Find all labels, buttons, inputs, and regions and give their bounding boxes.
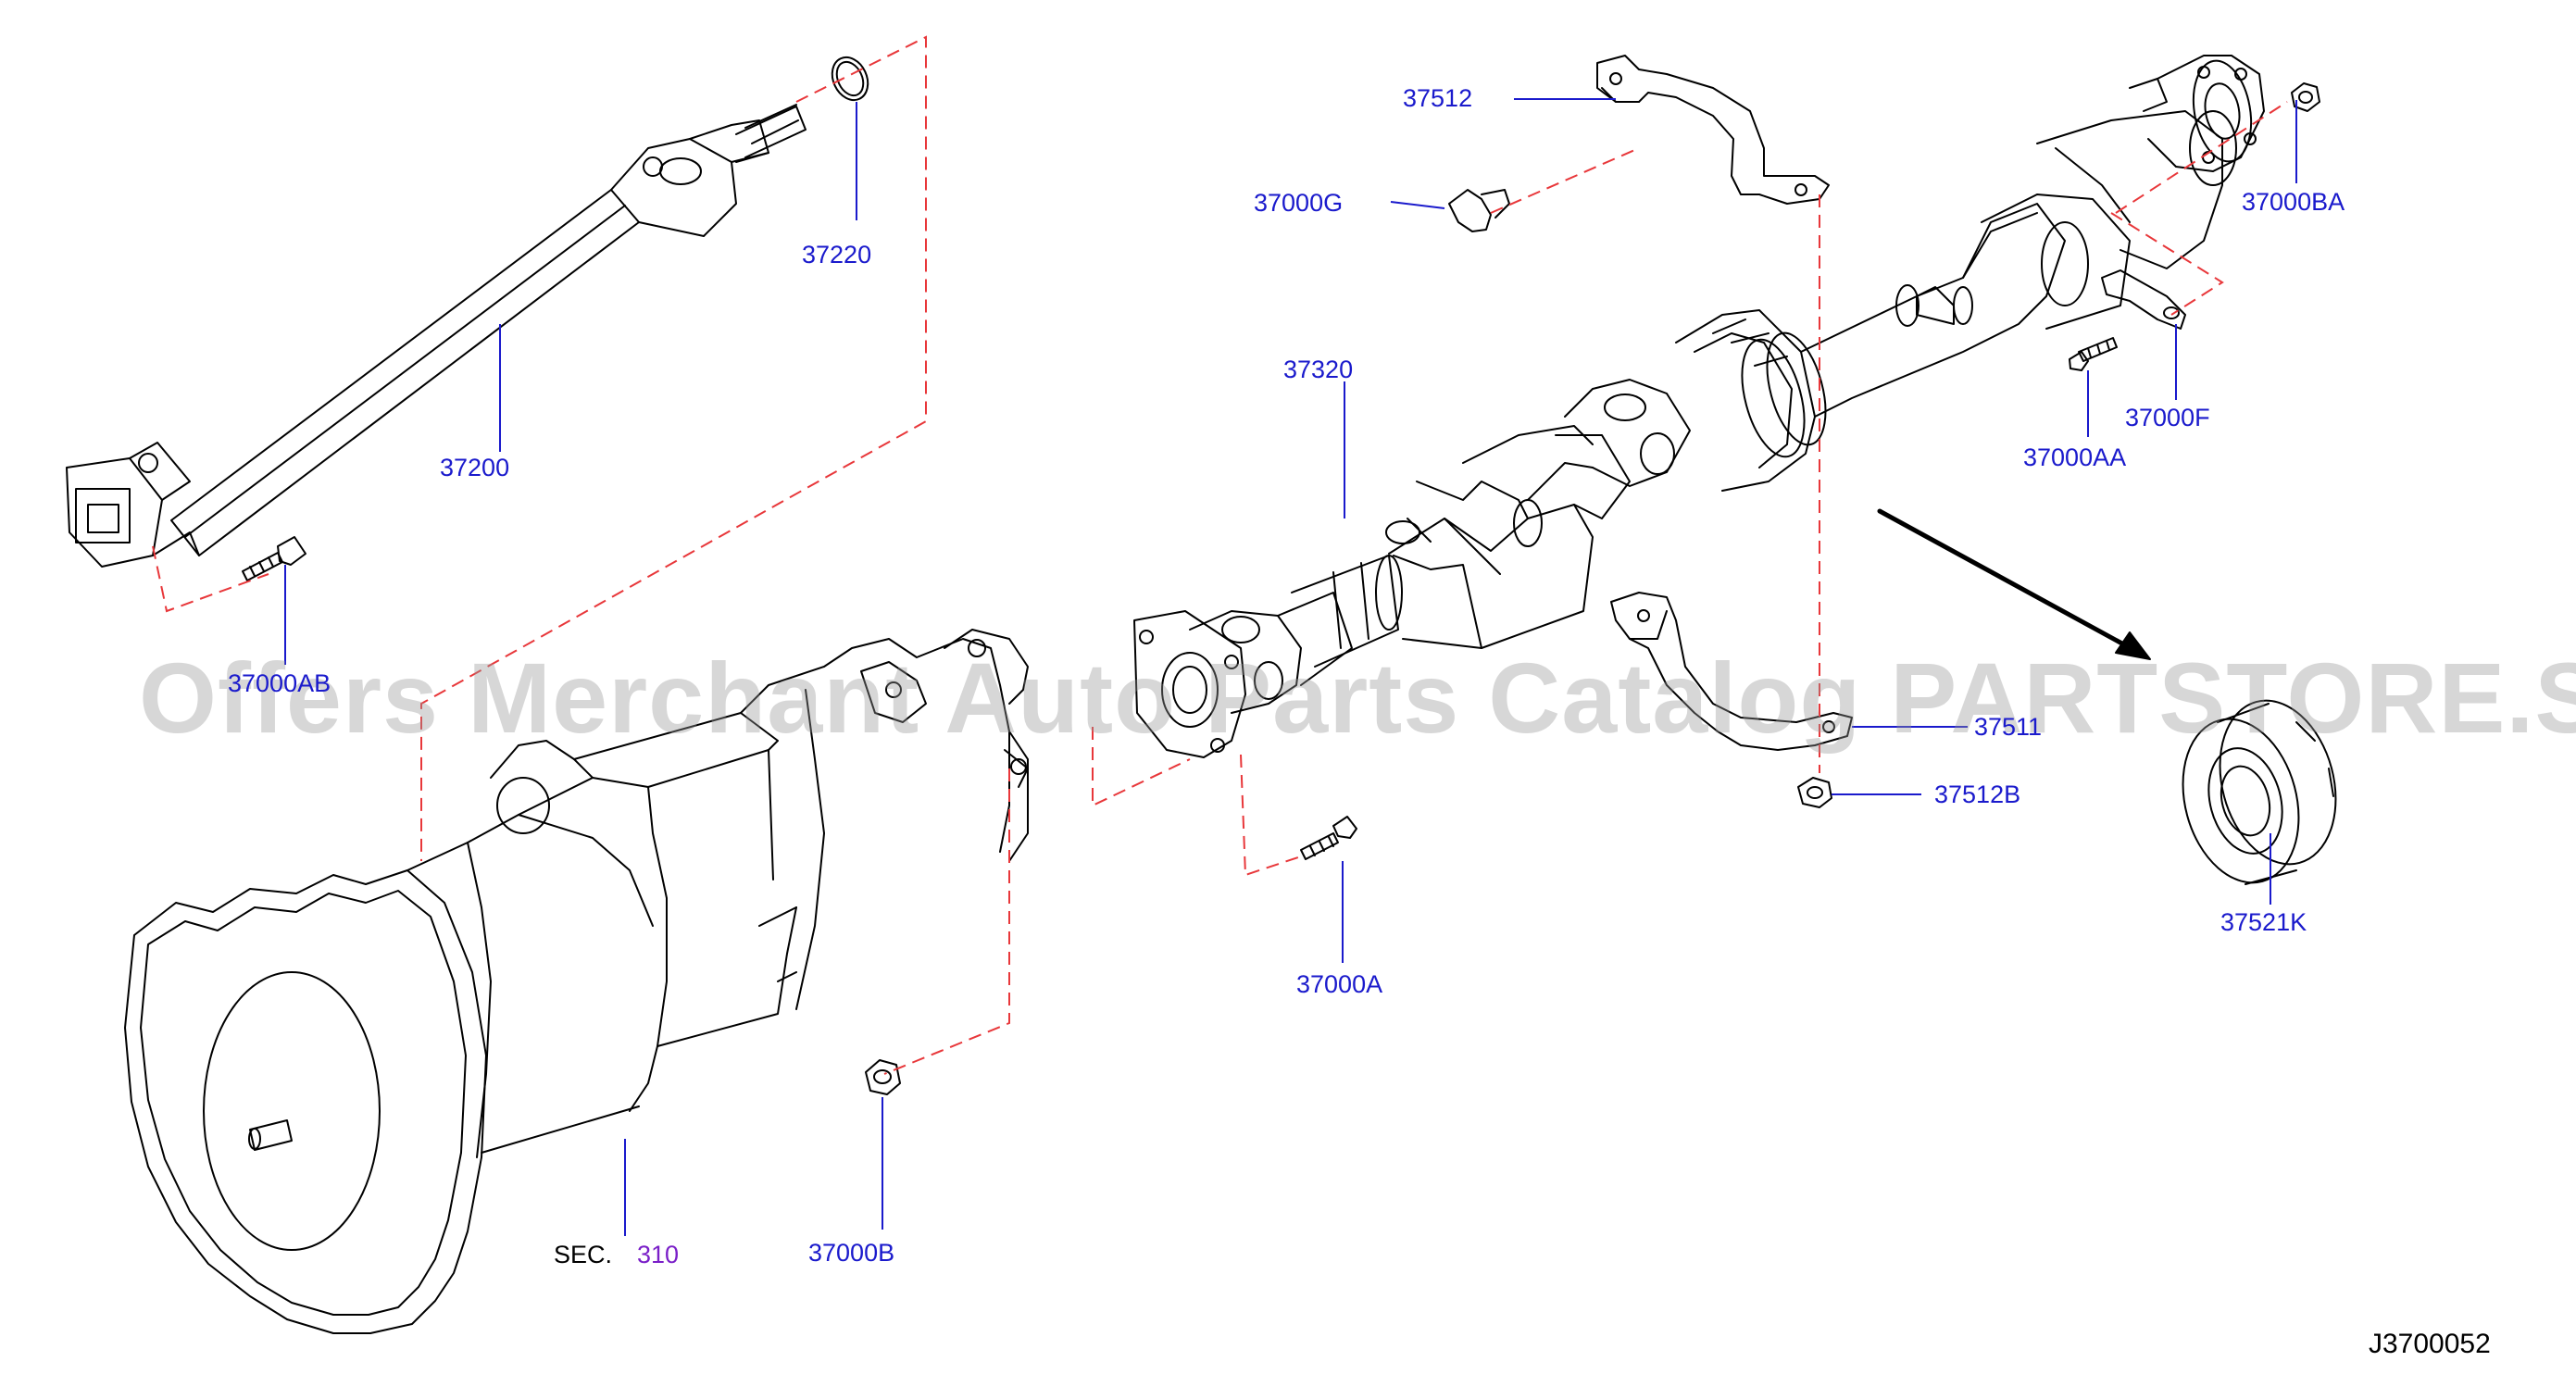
o-ring-37220 [831, 56, 869, 102]
section-ref-number[interactable]: 310 [637, 1241, 680, 1268]
callout-leaders [284, 98, 2297, 1236]
callout-37511[interactable]: 37511 [1974, 713, 2043, 741]
bolt-37000A [1300, 816, 1357, 860]
section-ref-prefix: SEC. [554, 1241, 613, 1268]
callout-37000B[interactable]: 37000B [808, 1239, 895, 1267]
bracket-37512 [1596, 55, 1830, 205]
callout-37000AB[interactable]: 37000AB [228, 669, 331, 697]
nut-37000BA [2291, 82, 2320, 112]
front-propeller-shaft-37200 [66, 104, 807, 568]
callout-37000A[interactable]: 37000A [1296, 970, 1383, 998]
callout-37512[interactable]: 37512 [1403, 84, 1473, 112]
washer-37000F [2101, 269, 2186, 330]
rear-propeller-shaft [1133, 55, 2265, 758]
callout-37000G[interactable]: 37000G [1254, 189, 1344, 217]
bolt-37000AB [242, 536, 306, 581]
bolt-37000AA [2069, 337, 2118, 371]
callout-37200[interactable]: 37200 [440, 454, 510, 481]
dashed-alignment-lines [152, 35, 2288, 1075]
callout-37512B[interactable]: 37512B [1934, 781, 2021, 808]
transmission-sec310 [124, 629, 1029, 1334]
callout-37220[interactable]: 37220 [802, 241, 872, 269]
callout-37000BA[interactable]: 37000BA [2242, 188, 2345, 216]
diagram-code: J3700052 [2369, 1329, 2491, 1359]
callout-37320[interactable]: 37320 [1283, 356, 1354, 383]
bracket-37511 [1610, 592, 1853, 751]
callout-37521K[interactable]: 37521K [2220, 908, 2307, 936]
callout-37000F[interactable]: 37000F [2125, 404, 2210, 431]
callout-37000AA[interactable]: 37000AA [2023, 443, 2127, 471]
nut-37512B [1797, 777, 1832, 808]
nut-37000B [865, 1059, 901, 1095]
direction-arrow [1877, 508, 2142, 656]
damper-37521K [2182, 699, 2337, 885]
clip-37000G [1448, 189, 1510, 232]
